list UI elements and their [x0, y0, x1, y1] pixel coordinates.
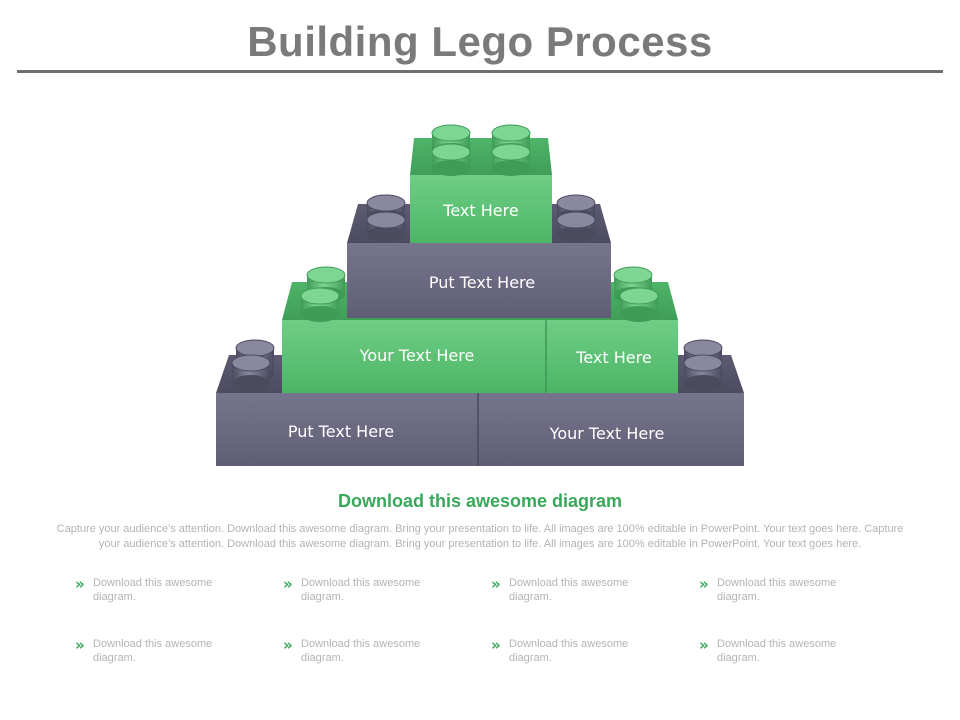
bullet-item: » Download this awesome diagram. [491, 576, 699, 604]
bullet-text: Download this awesome diagram. [93, 577, 213, 603]
stud-bottom-right [683, 339, 723, 391]
stud-middle-left [366, 194, 406, 242]
brick-label-middle: Put Text Here [428, 273, 536, 292]
bullet-text: Download this awesome diagram. [717, 577, 837, 603]
double-chevron-icon: » [283, 636, 293, 654]
bullet-text: Download this awesome diagram. [509, 577, 629, 603]
bullet-text: Download this awesome diagram. [301, 577, 421, 603]
stud-top-left [431, 124, 471, 176]
title-divider [17, 70, 943, 73]
double-chevron-icon: » [699, 636, 709, 654]
bullet-item: » Download this awesome diagram. [283, 637, 491, 665]
double-chevron-icon: » [75, 636, 85, 654]
stud-middle-right [556, 194, 596, 242]
section-title: Download this awesome diagram [337, 491, 623, 511]
bullet-item: » Download this awesome diagram. [75, 637, 283, 665]
stud-green-left [300, 266, 346, 322]
double-chevron-icon: » [491, 636, 501, 654]
brick-label-bottom-right: Your Text Here [549, 424, 665, 443]
double-chevron-icon: » [75, 575, 85, 593]
bullet-item: » Download this awesome diagram. [75, 576, 283, 604]
double-chevron-icon: » [283, 575, 293, 593]
bullet-item: » Download this awesome diagram. [699, 576, 907, 604]
page-title: Building Lego Process [247, 18, 713, 65]
double-chevron-icon: » [491, 575, 501, 593]
stud-top-right [491, 124, 531, 176]
brick-label-green-left: Your Text Here [359, 346, 475, 365]
bullet-text: Download this awesome diagram. [717, 638, 837, 664]
bullet-text: Download this awesome diagram. [509, 638, 629, 664]
bullet-text: Download this awesome diagram. [93, 638, 213, 664]
lego-pyramid-diagram [216, 124, 744, 466]
bullet-text: Download this awesome diagram. [301, 638, 421, 664]
bullet-item: » Download this awesome diagram. [283, 576, 491, 604]
stud-green-right [613, 266, 659, 322]
brick-label-top: Text Here [443, 201, 519, 220]
brick-top-green [410, 138, 552, 243]
bullet-item: » Download this awesome diagram. [699, 637, 907, 665]
stud-bottom-left [231, 339, 275, 391]
brick-label-bottom-left: Put Text Here [287, 422, 395, 441]
bullet-item: » Download this awesome diagram. [491, 637, 699, 665]
section-body: Capture your audience’s attention. Downl… [56, 523, 904, 550]
double-chevron-icon: » [699, 575, 709, 593]
brick-label-green-right: Text Here [576, 348, 652, 367]
bullet-grid: » Download this awesome diagram. » Downl… [75, 576, 915, 665]
